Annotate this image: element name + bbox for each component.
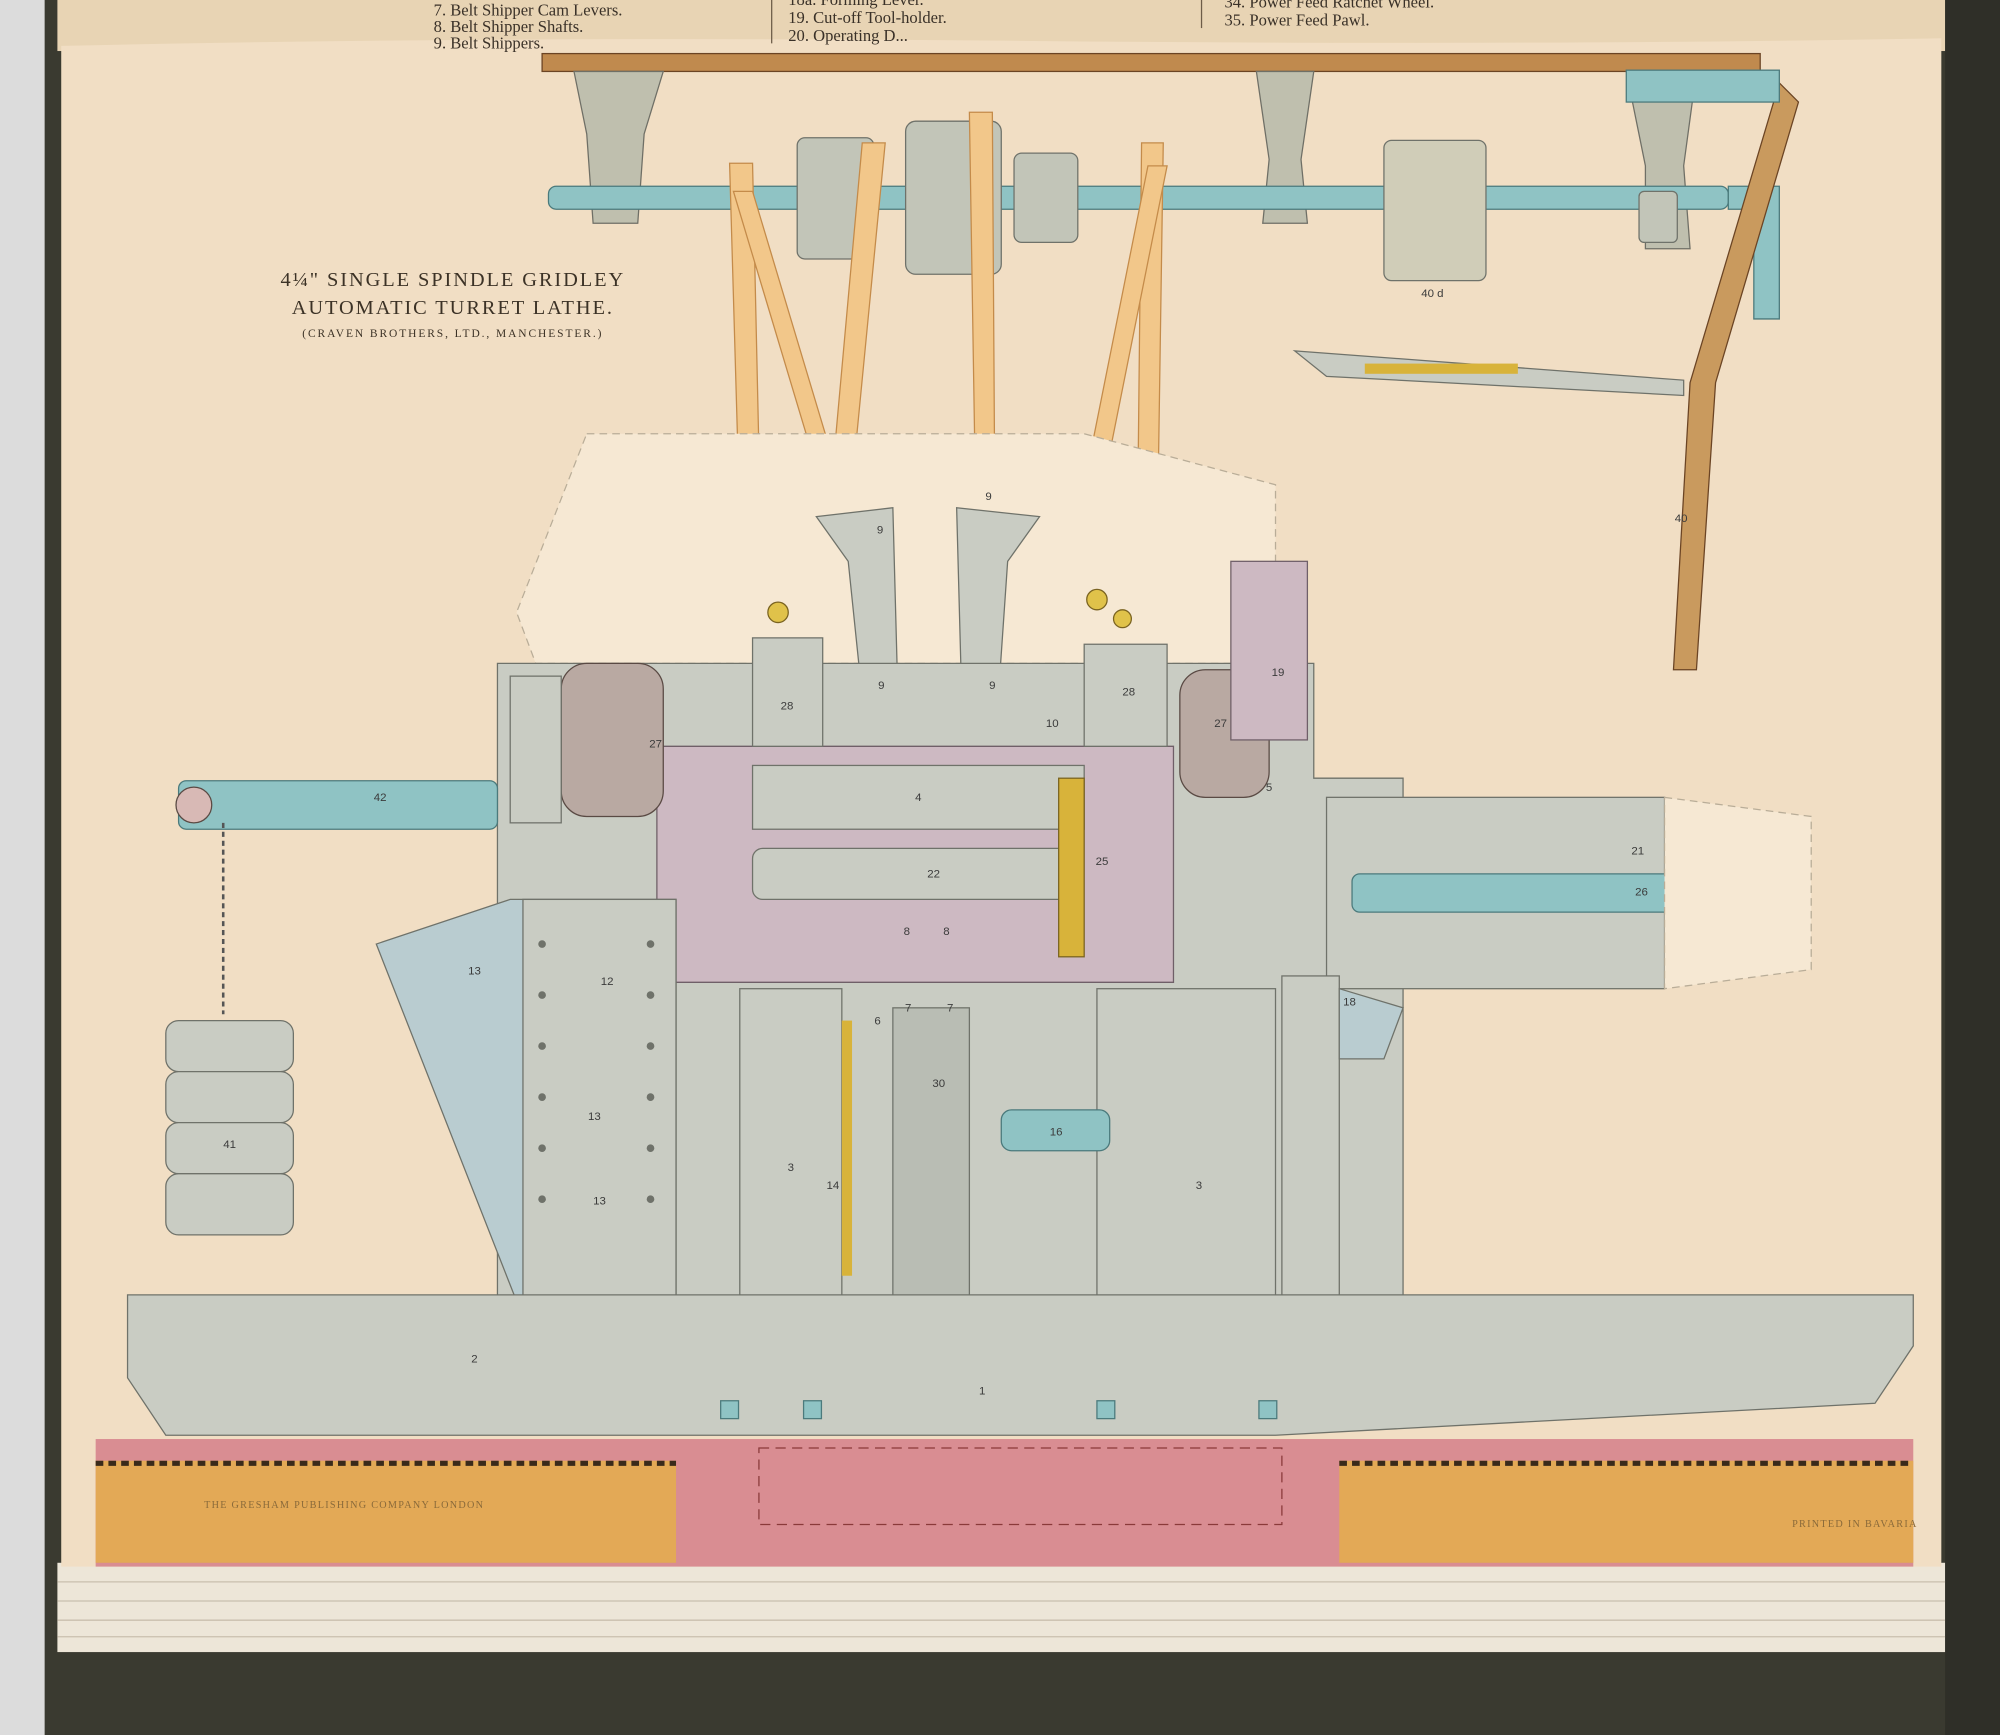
- title-line-3: (CRAVEN BROTHERS, LTD., MANCHESTER.): [302, 328, 603, 340]
- part-label: 16: [1050, 1126, 1063, 1138]
- turret-flap: [1663, 796, 1812, 990]
- part-label: 26: [1635, 887, 1648, 899]
- gear-25: [1058, 777, 1085, 958]
- part-labels: 42 27 28 9 9 9 9 10 28 27 19 5 4 22 25 2…: [223, 288, 1687, 1397]
- part-label: 12: [601, 976, 614, 988]
- part-label: 30: [932, 1078, 945, 1090]
- countershaft: [547, 185, 1729, 210]
- shaft-16: [1000, 1109, 1111, 1152]
- feed-weight-41: [165, 1019, 295, 1236]
- legend-item: 7. Belt Shipper Cam Levers.: [434, 0, 623, 19]
- bed-bolts: [720, 1400, 1278, 1420]
- part-label: 13: [468, 966, 481, 978]
- title-line-2: AUTOMATIC TURRET LATHE.: [292, 297, 614, 319]
- clutch-collar: [509, 675, 562, 824]
- rack-14: [841, 1020, 853, 1276]
- part-label: 28: [1122, 686, 1135, 698]
- part-label: 10: [1046, 718, 1059, 730]
- bar-feed-tube-42: [177, 780, 499, 830]
- foundation-pit: [758, 1447, 1283, 1526]
- frame-side-3-right: [1096, 988, 1277, 1302]
- book-spine-edge: [1945, 0, 2000, 1735]
- part-label: 8: [943, 926, 949, 938]
- part-label: 22: [927, 869, 940, 881]
- legend-item: 8. Belt Shipper Shafts.: [434, 17, 584, 36]
- part-label: 40 d: [1421, 288, 1443, 300]
- lubricators: [767, 588, 1133, 629]
- lever-bracket: [1625, 69, 1780, 103]
- part-label: 42: [374, 792, 387, 804]
- frame-side-3-left: [739, 988, 843, 1302]
- part-label: 25: [1096, 856, 1109, 868]
- legend-item: 20. Operating D...: [788, 26, 908, 45]
- legend-item: 19. Cut-off Tool-holder.: [788, 8, 946, 27]
- part-label: 9: [878, 680, 884, 692]
- legend-item: 18a. Forming Lever.: [788, 0, 923, 9]
- plate-30: [892, 1007, 971, 1302]
- part-label: 13: [593, 1195, 606, 1207]
- page-stack: [57, 1562, 1946, 1653]
- part-label: 7: [905, 1003, 911, 1015]
- part-label: 41: [223, 1139, 236, 1151]
- legend-item: 34. Power Feed Ratchet Wheel.: [1224, 0, 1434, 12]
- part-label: 40: [1675, 513, 1688, 525]
- part-label: 3: [1196, 1180, 1202, 1192]
- part-label: 3: [788, 1162, 794, 1174]
- part-label: 7: [947, 1003, 953, 1015]
- bed-2: [126, 1294, 1914, 1436]
- end-frame: [1281, 975, 1340, 1302]
- part-label: 8: [904, 926, 910, 938]
- bearing-caps-28: [751, 637, 1168, 747]
- part-label: 19: [1272, 667, 1285, 679]
- ceiling-beam: [541, 52, 1761, 73]
- part-label: 9: [985, 491, 991, 503]
- part-label: 2: [471, 1353, 477, 1365]
- part-label: 1: [979, 1385, 985, 1397]
- lever-40: [1672, 81, 1800, 671]
- spindle-22: [751, 847, 1073, 901]
- part-label: 27: [1214, 718, 1227, 730]
- part-label: 21: [1631, 846, 1644, 858]
- legend-item: 9. Belt Shippers.: [434, 33, 545, 52]
- imprint-printer: PRINTED IN BAVARIA: [1792, 1519, 1918, 1530]
- ground-right: [1339, 1460, 1914, 1563]
- part-label: 9: [989, 680, 995, 692]
- part-label: 13: [588, 1111, 601, 1123]
- parts-legend: 7. Belt Shipper Cam Levers. 8. Belt Ship…: [434, 0, 1434, 52]
- imprint-publisher: THE GRESHAM PUBLISHING COMPANY LONDON: [204, 1500, 484, 1511]
- ground-left: [95, 1460, 677, 1563]
- part-label: 4: [915, 792, 922, 804]
- plate-title: 4¼" SINGLE SPINDLE GRIDLEY AUTOMATIC TUR…: [280, 269, 625, 340]
- part-40d-spring: [1364, 363, 1518, 374]
- part-label: 6: [874, 1015, 880, 1027]
- cam-drum-12: [522, 898, 677, 1302]
- title-line-1: 4¼" SINGLE SPINDLE GRIDLEY: [280, 269, 625, 291]
- part-label: 5: [1266, 782, 1272, 794]
- part-label: 9: [877, 524, 883, 536]
- cam-holes: [538, 940, 655, 1204]
- part-label: 14: [827, 1180, 840, 1192]
- part-label: 28: [781, 700, 794, 712]
- cut-off-holder-19: [1230, 560, 1309, 741]
- legend-item: 35. Power Feed Pawl.: [1224, 11, 1369, 30]
- page-edges: [57, 1581, 1946, 1638]
- part-label: 18: [1343, 996, 1356, 1008]
- part-label: 27: [649, 739, 662, 751]
- feed-pulley: [175, 786, 213, 824]
- part-18: [1338, 987, 1404, 1060]
